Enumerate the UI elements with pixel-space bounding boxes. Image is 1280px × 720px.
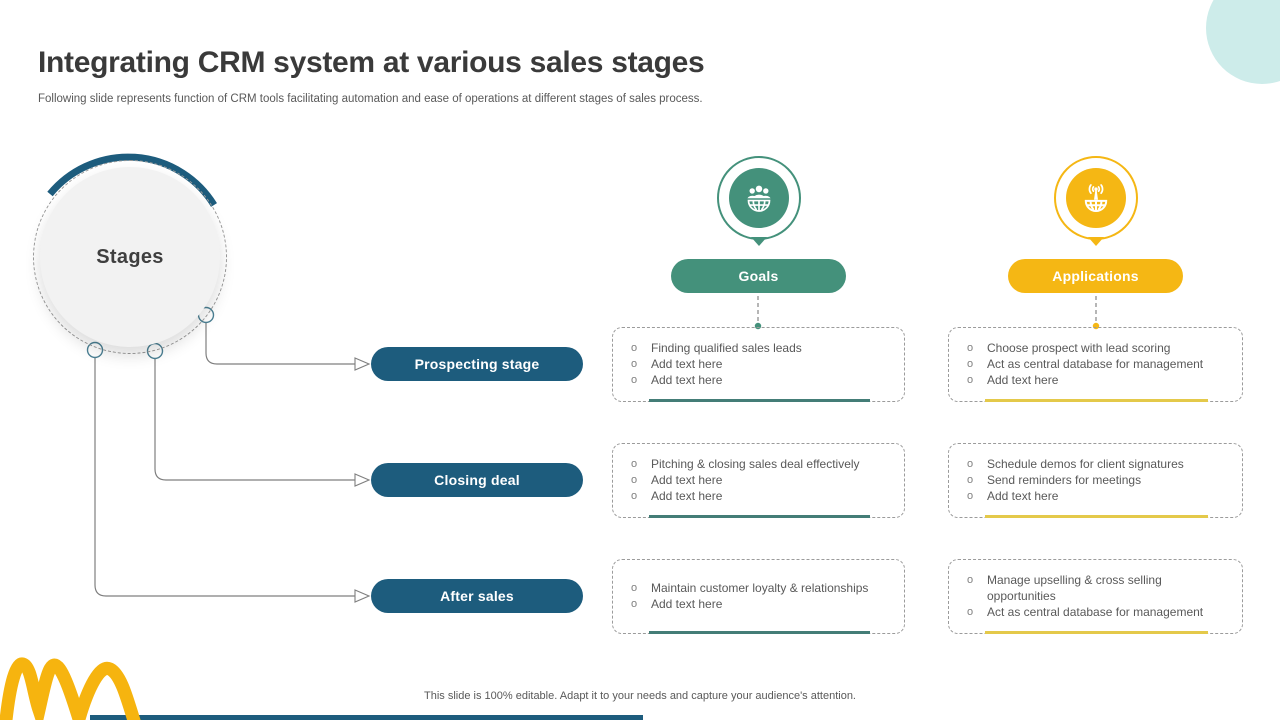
bullet-text: Maintain customer loyalty & relationship… — [651, 580, 869, 595]
arrowhead-icon — [354, 473, 371, 487]
bullet-marker-icon: o — [631, 373, 638, 386]
bullet-item: o Act as central database for management — [967, 356, 1230, 372]
bullet-item: o Maintain customer loyalty & relationshi… — [631, 580, 892, 596]
footer-note: This slide is 100% editable. Adapt it to… — [424, 690, 856, 702]
bullet-marker-icon: o — [967, 457, 974, 470]
bullet-item: o Add text here — [967, 372, 1230, 388]
stage-pill-prospecting-stage: Prospecting stage — [371, 347, 583, 381]
arrowhead-icon — [354, 357, 371, 371]
bullet-text: Add text here — [651, 356, 723, 371]
connector-after-sales — [94, 357, 355, 597]
bullet-text: Send reminders for meetings — [987, 472, 1142, 487]
goals-pointer-triangle — [750, 237, 767, 246]
bullet-marker-icon: o — [631, 581, 638, 594]
bullet-text: Finding qualified sales leads — [651, 340, 802, 355]
bullet-text: Act as central database for management — [987, 356, 1204, 371]
bullet-list: o Manage upselling & cross selling opport… — [967, 572, 1230, 620]
bullet-text: Add text here — [987, 372, 1059, 387]
applications-column-header: Applications — [948, 156, 1243, 293]
bullet-item: o Add text here — [967, 488, 1230, 504]
bullet-item: o Send reminders for meetings — [967, 472, 1230, 488]
applications-underline — [985, 631, 1208, 634]
bullet-marker-icon: o — [967, 357, 974, 370]
goals-underline — [649, 399, 870, 402]
stages-hub-circle: Stages — [33, 160, 227, 354]
bullet-item: o Pitching & closing sales deal effective… — [631, 456, 892, 472]
bullet-text: Choose prospect with lead scoring — [987, 340, 1171, 355]
bullet-item: o Add text here — [631, 472, 892, 488]
stages-hub-inner: Stages — [40, 167, 220, 347]
bullet-item: o Finding qualified sales leads — [631, 340, 892, 356]
goals-box-closing-deal: o Pitching & closing sales deal effective… — [612, 443, 905, 518]
bullet-item: o Add text here — [631, 372, 892, 388]
bullet-marker-icon: o — [631, 357, 638, 370]
bullet-item: o Manage upselling & cross selling opport… — [967, 572, 1230, 604]
bullet-item: o Act as central database for management — [967, 604, 1230, 620]
broadcast-globe-icon — [1065, 168, 1126, 228]
bullet-list: o Maintain customer loyalty & relationshi… — [631, 580, 892, 612]
bullet-text: Add text here — [651, 596, 723, 611]
bullet-item: o Add text here — [631, 356, 892, 372]
bullet-marker-icon: o — [967, 489, 974, 502]
page-subtitle: Following slide represents function of C… — [38, 92, 703, 105]
applications-icon-ring — [1053, 156, 1138, 240]
goals-icon-ring — [716, 156, 801, 240]
bullet-item: o Schedule demos for client signatures — [967, 456, 1230, 472]
bullet-marker-icon: o — [967, 473, 974, 486]
bullet-marker-icon: o — [631, 457, 638, 470]
connector-closing — [154, 358, 355, 481]
bullet-text: Schedule demos for client signatures — [987, 456, 1184, 471]
bullet-marker-icon: o — [631, 341, 638, 354]
bullet-text: Act as central database for management — [987, 604, 1204, 619]
arrowhead-icon — [354, 589, 371, 603]
bullet-text: Add text here — [651, 372, 723, 387]
bullet-marker-icon: o — [631, 597, 638, 610]
bullet-marker-icon: o — [631, 473, 638, 486]
bullet-marker-icon: o — [967, 341, 974, 354]
bullet-marker-icon: o — [967, 373, 974, 386]
goals-underline — [649, 631, 870, 634]
bullet-text: Manage upselling & cross selling opportu… — [987, 572, 1162, 603]
stage-pill-closing-deal: Closing deal — [371, 463, 583, 497]
bullet-marker-icon: o — [967, 573, 974, 586]
applications-box-after-sales: o Manage upselling & cross selling opport… — [948, 559, 1243, 634]
bullet-text: Add text here — [651, 472, 723, 487]
bullet-text: Add text here — [651, 488, 723, 503]
scribble-decoration — [0, 657, 141, 720]
stages-hub-label: Stages — [96, 245, 164, 268]
applications-underline — [985, 399, 1208, 402]
bullet-text: Pitching & closing sales deal effectivel… — [651, 456, 860, 471]
bullet-item: o Add text here — [631, 596, 892, 612]
goals-underline — [649, 515, 870, 518]
page-title: Integrating CRM system at various sales … — [38, 46, 705, 80]
goals-box-after-sales: o Maintain customer loyalty & relationshi… — [612, 559, 905, 634]
goals-pill: Goals — [671, 259, 846, 293]
corner-circle-decoration — [1206, 0, 1280, 84]
bullet-list: o Pitching & closing sales deal effective… — [631, 456, 892, 504]
bullet-item: o Choose prospect with lead scoring — [967, 340, 1230, 356]
bullet-item: o Add text here — [631, 488, 892, 504]
applications-underline — [985, 515, 1208, 518]
applications-pointer-triangle — [1087, 237, 1104, 246]
bullet-text: Add text here — [987, 488, 1059, 503]
bullet-marker-icon: o — [631, 489, 638, 502]
customers-globe-icon — [728, 168, 789, 228]
stage-pill-after-sales: After sales — [371, 579, 583, 613]
bottom-accent-bar — [90, 715, 643, 720]
goals-column-header: Goals — [612, 156, 905, 293]
bullet-marker-icon: o — [967, 605, 974, 618]
connector-prospecting — [205, 322, 355, 365]
applications-pill: Applications — [1008, 259, 1183, 293]
